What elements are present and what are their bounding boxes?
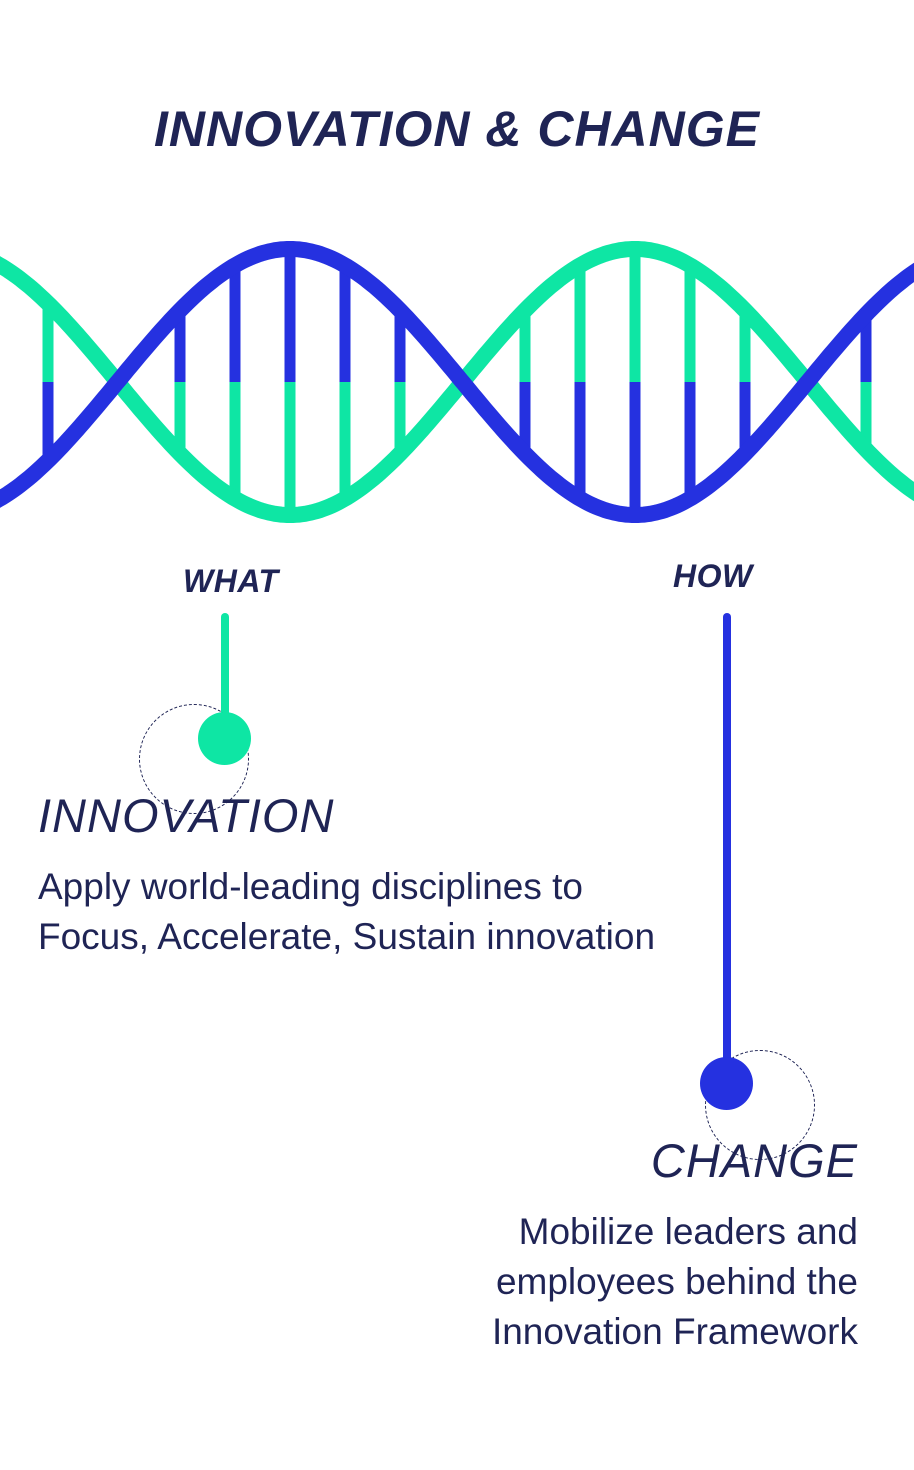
how-label: HOW <box>673 558 753 594</box>
how-dashed-ring <box>705 1050 815 1160</box>
innovation-heading: INNOVATION <box>38 789 335 842</box>
how-marker-dot <box>700 1057 753 1110</box>
change-description: Mobilize leaders and employees behind th… <box>491 1211 858 1352</box>
what-connector-line <box>221 613 229 723</box>
what-dashed-ring <box>139 704 249 814</box>
how-connector-line <box>723 613 731 1073</box>
helix-rungs <box>42 249 872 515</box>
what-label: WHAT <box>183 563 279 599</box>
helix-strand-blue <box>0 241 914 523</box>
page-title: INNOVATION & CHANGE <box>153 101 761 157</box>
change-heading: CHANGE <box>650 1134 858 1187</box>
what-marker-dot <box>198 712 251 765</box>
dna-helix-graphic <box>0 241 914 523</box>
innovation-description: Apply world-leading disciplines to Focus… <box>38 866 656 957</box>
helix-strand-green <box>0 241 914 523</box>
